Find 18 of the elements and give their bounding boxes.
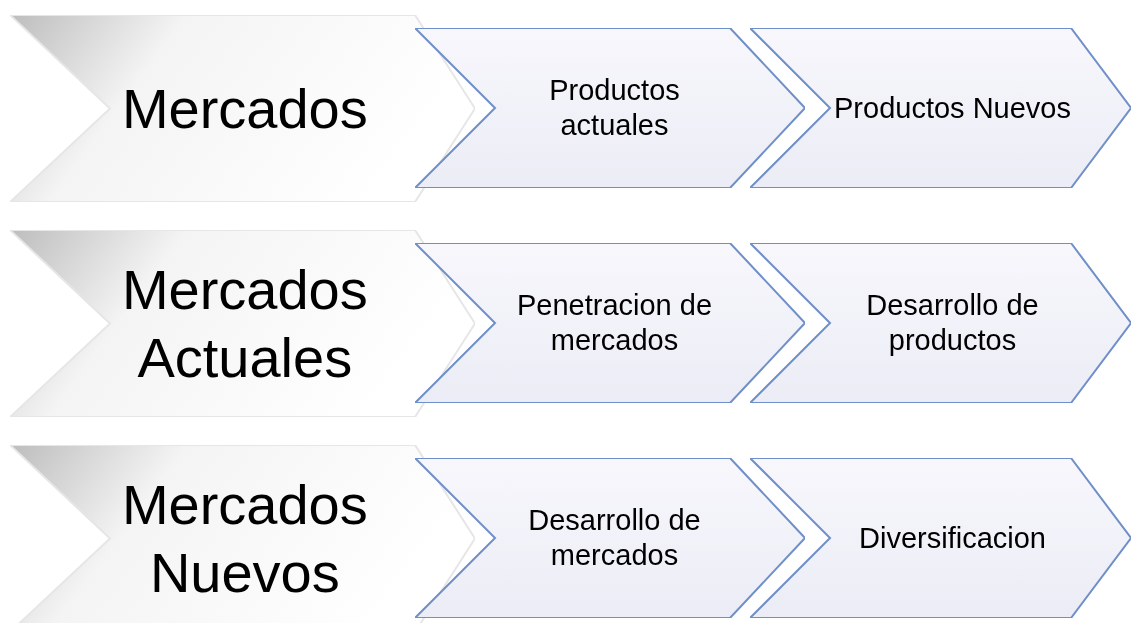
strategy-label: Penetracion de mercados [515,288,714,358]
row-heading: Mercados Nuevos [120,471,369,606]
row-heading: Mercados Actuales [120,256,369,391]
chevron-shape [10,230,475,417]
chevron-shape [415,458,805,618]
strategy-label: Desarrollo de mercados [527,503,702,573]
row-heading: Mercados [120,75,369,142]
chevron-shape [10,445,475,623]
chevron-shape [750,458,1131,618]
chevron-shape [10,15,475,202]
chevron-shape [750,243,1131,403]
chevron-shape [415,243,805,403]
strategy-label: Productos actuales [548,73,681,143]
strategy-label: Diversificacion [858,520,1047,556]
strategy-label: Desarrollo de productos [865,288,1040,358]
chevron-shape [750,28,1131,188]
chevron-shape [415,28,805,188]
strategy-label: Productos Nuevos [833,90,1072,126]
